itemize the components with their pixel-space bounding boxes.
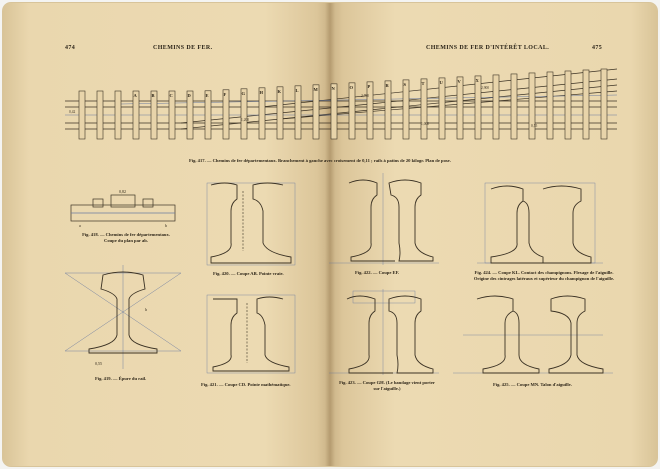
sleeper xyxy=(510,73,518,140)
sleeper xyxy=(276,86,284,140)
sleeper-label: O xyxy=(350,85,354,90)
rail-section-figure xyxy=(329,289,439,375)
sleeper xyxy=(150,90,158,140)
svg-text:0,82: 0,82 xyxy=(119,189,126,195)
sleeper xyxy=(384,80,392,140)
svg-text:0,55: 0,55 xyxy=(95,361,102,367)
rail-section-figure xyxy=(206,294,296,374)
sleeper-label: K xyxy=(278,89,282,94)
sleeper xyxy=(186,90,194,140)
sleeper-label: U xyxy=(440,80,444,85)
sleeper-label: N xyxy=(332,86,336,91)
figure-caption: Fig. 418. — Chemins de fer départementau… xyxy=(71,232,181,243)
sleeper-label: R xyxy=(386,83,390,88)
sleeper-label: L xyxy=(296,88,299,93)
page-number: 474 xyxy=(65,45,76,51)
sleeper xyxy=(366,81,374,140)
sleeper-label: F xyxy=(224,92,227,97)
figure-caption: Fig. 423. — Coupe GH. (Le bandage vient … xyxy=(327,380,447,391)
sleeper-label: C xyxy=(170,93,173,98)
figure-caption: Fig. 419. — Épure du rail. xyxy=(95,376,147,381)
sleeper xyxy=(474,75,482,140)
book-spread: 474 CHEMINS DE FER. CHEMINS DE FER D'INT… xyxy=(3,3,657,466)
sleeper xyxy=(420,78,428,140)
sleeper xyxy=(312,84,320,140)
sleeper-label: V xyxy=(458,79,462,84)
figure-caption: Fig. 424. — Coupe KL. Contact des champi… xyxy=(459,270,629,281)
sleeper-label: T xyxy=(422,81,425,86)
rail-section-figure xyxy=(477,182,603,264)
running-head: CHEMINS DE FER. xyxy=(153,45,213,51)
svg-text:b: b xyxy=(165,223,167,228)
sleeper-label: S xyxy=(404,82,407,87)
sleeper xyxy=(168,90,176,140)
svg-text:h: h xyxy=(145,307,147,312)
figure-caption: Fig. 420. — Coupe AB. Pointe vraie. xyxy=(213,271,284,276)
caption-line: Fig. 424. — Coupe KL. Contact des champi… xyxy=(474,270,614,275)
figure-caption: Fig. 421. — Coupe CD. Pointe mathématiqu… xyxy=(201,382,291,387)
book-gutter xyxy=(325,3,335,466)
sleeper xyxy=(546,71,554,140)
sleeper-label: B xyxy=(152,93,155,98)
sleeper xyxy=(456,76,464,140)
sleeper xyxy=(564,70,572,140)
caption-line: sur l'aiguille.) xyxy=(373,385,401,391)
figure-caption: Fig. 422. — Coupe EF. xyxy=(355,270,400,275)
caption-line: Fig. 418. — Chemins de fer départementau… xyxy=(82,232,170,237)
sleeper-label: H xyxy=(260,90,264,95)
sleeper xyxy=(204,90,212,140)
sleeper xyxy=(600,68,608,140)
svg-text:1,200: 1,200 xyxy=(241,118,249,123)
sleeper xyxy=(402,79,410,140)
page-number: 475 xyxy=(592,45,603,51)
rail-section-figure xyxy=(206,182,296,266)
sleeper xyxy=(492,74,500,140)
sleeper xyxy=(222,89,230,140)
sleeper-label: G xyxy=(242,91,246,96)
sleeper xyxy=(132,90,140,140)
left-page: 474 CHEMINS DE FER. xyxy=(3,3,330,466)
figure-caption: Fig. 425. — Coupe MN. Talon d'aiguille. xyxy=(493,382,572,387)
running-head: CHEMINS DE FER D'INTÉRÊT LOCAL. xyxy=(426,45,550,51)
sleeper xyxy=(114,90,122,140)
rail-diagram-figure: 0,55 h xyxy=(64,265,182,369)
sleeper-label: M xyxy=(314,87,319,92)
svg-text:a: a xyxy=(79,223,81,228)
sleeper-label: D xyxy=(188,93,192,98)
sleeper xyxy=(438,77,446,140)
caption-line: Fig. 423. — Coupe GH. (Le bandage vient … xyxy=(339,380,435,385)
svg-text:2,900: 2,900 xyxy=(481,86,489,91)
sleeper xyxy=(78,90,86,140)
sleeper-label: X xyxy=(476,78,480,83)
sleeper-label: E xyxy=(206,93,209,98)
svg-text:2,700: 2,700 xyxy=(361,94,369,99)
svg-text:1,000: 1,000 xyxy=(421,122,429,127)
svg-text:0,42: 0,42 xyxy=(69,110,75,115)
caption-line: Origine des cintrages latéraux et supéri… xyxy=(473,275,615,281)
sleeper xyxy=(528,72,536,140)
sleeper xyxy=(348,82,356,140)
rail-section-figure xyxy=(329,173,439,265)
sleeper xyxy=(96,90,104,140)
cross-section-figure: 0,82 a b xyxy=(70,189,176,228)
sleeper xyxy=(240,88,248,140)
sleeper-label: P xyxy=(368,84,371,89)
sleeper xyxy=(294,85,302,140)
sleeper xyxy=(258,87,266,140)
sleeper xyxy=(330,83,338,140)
rail-section-figure xyxy=(453,295,613,374)
sleeper-label: A xyxy=(134,93,138,98)
figure-caption: Fig. 417. — Chemins de fer départementau… xyxy=(189,158,451,163)
caption-line: Coupe du plan par ab. xyxy=(104,237,148,243)
track-plan-figure: A B C D E F G H K L M N O P R S T U V X 0,42 2,700 2,900 1,20… xyxy=(65,68,618,140)
sleeper xyxy=(582,69,590,140)
svg-text:0,55: 0,55 xyxy=(531,124,537,129)
